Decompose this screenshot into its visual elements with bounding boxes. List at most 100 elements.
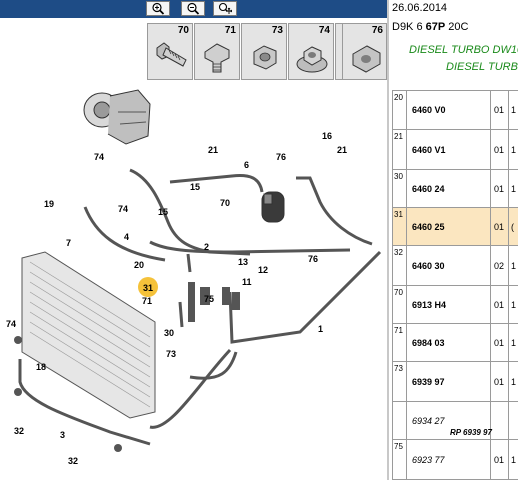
diagram-toolbar [0,0,387,18]
part-quantity-text: 01 [494,337,505,348]
callout-31[interactable]: 31 [143,283,153,293]
part-reference-text: 6923 77 [412,454,445,465]
part-extra: 1 [509,91,518,129]
callout-11[interactable]: 11 [242,277,252,287]
part-quantity: 01 [491,362,509,401]
part-position: 32 [393,246,407,285]
callout-15-b[interactable]: 15 [158,207,168,217]
clip-icon [204,43,230,73]
part-quantity [491,402,509,439]
part-extra-text: 1 [511,260,517,271]
selected-callout-highlight [138,277,158,297]
catalog-date: 26.06.2014 [392,2,448,14]
part-quantity: 01 [491,324,509,361]
part-reference: 6939 97 [407,362,491,401]
parts-row[interactable]: 6934 27 [392,402,518,440]
callout-74-b[interactable]: 74 [118,204,128,214]
part-extra-text: ( [511,221,514,232]
receiver-drier [261,191,285,223]
part-quantity-text: 01 [494,376,505,387]
pan-zoom-button[interactable] [213,1,237,16]
part-quantity: 01 [491,440,509,479]
pipe-network [18,168,382,446]
part-extra-text: 1 [511,337,517,348]
callout-21-b[interactable]: 21 [208,145,218,155]
part-extra-text: 1 [511,105,517,115]
thumbnail-76-box[interactable]: 76 [342,23,387,80]
part-extra: 1 [509,324,518,361]
callout-6[interactable]: 6 [244,160,249,170]
part-quantity: 01 [491,208,509,245]
compressor [83,89,151,145]
part-reference-text: 6460 25 [412,221,445,232]
zoom-in-button[interactable] [146,1,170,16]
parts-exploded-diagram: 74 16 21 21 6 76 15 19 74 15 70 7 4 20 2… [6,89,382,466]
nut-icon [253,45,277,70]
part-reference: 6913 H4 [407,286,491,323]
part-extra: 1 [509,170,518,207]
thumbnail-73[interactable]: 73 [241,23,287,80]
part-extra-text: 1 [511,144,517,155]
thumbnail-71[interactable]: 71 [194,23,240,80]
part-quantity-text: 02 [494,260,505,271]
callout-76[interactable]: 76 [276,152,286,162]
fittings [14,282,240,452]
callout-1[interactable]: 1 [318,324,323,334]
callout-74-c[interactable]: 74 [6,319,16,329]
callout-13[interactable]: 13 [238,257,248,267]
part-reference-text: 6934 27 [412,415,445,426]
callout-70[interactable]: 70 [220,198,230,208]
callout-2[interactable]: 2 [204,242,209,252]
part-quantity: 01 [491,170,509,207]
callout-74[interactable]: 74 [94,152,104,162]
part-reference-text: 6460 V0 [412,105,446,115]
part-reference-text: 6460 V1 [412,144,446,155]
part-quantity: 01 [491,130,509,169]
square-nut-icon [352,45,381,73]
zoom-out-button[interactable] [181,1,205,16]
callout-4[interactable]: 4 [124,232,129,242]
part-quantity-text: 01 [494,221,505,232]
zoom-out-icon [187,2,200,15]
pan-zoom-icon [218,2,232,14]
callout-19[interactable]: 19 [44,199,54,209]
engine-line-1: DIESEL TURBO DW10 [409,44,518,56]
callout-12[interactable]: 12 [258,265,268,275]
callout-7[interactable]: 7 [66,238,71,248]
thumbnail-70[interactable]: 70 [147,23,193,80]
callout-20[interactable]: 20 [134,260,144,270]
part-reference-text: 6984 03 [412,337,445,348]
part-position: 20 [393,91,407,129]
callout-32-b[interactable]: 32 [68,456,78,466]
engine-line-2: DIESEL TURB [446,61,518,73]
flange-nut-icon [296,46,328,73]
callout-76-b[interactable]: 76 [308,254,318,264]
callout-73[interactable]: 73 [166,349,176,359]
part-position: 73 [393,362,407,401]
part-extra: 1 [509,440,518,479]
callout-21[interactable]: 21 [337,145,347,155]
callout-32[interactable]: 32 [14,426,24,436]
callout-3[interactable]: 3 [60,430,65,440]
thumbnail-74[interactable]: 74 [288,23,334,80]
thumbnail-number: 74 [318,25,330,36]
callout-18[interactable]: 18 [36,362,46,372]
callout-75[interactable]: 75 [204,294,214,304]
callout-16[interactable]: 16 [322,131,332,141]
callout-15[interactable]: 15 [190,182,200,192]
part-reference-text: 6460 24 [412,183,445,194]
part-reference: 6460 30 [407,246,491,285]
part-reference-text: 6939 97 [412,376,445,387]
callout-71[interactable]: 71 [142,296,152,306]
callout-30[interactable]: 30 [164,328,174,338]
